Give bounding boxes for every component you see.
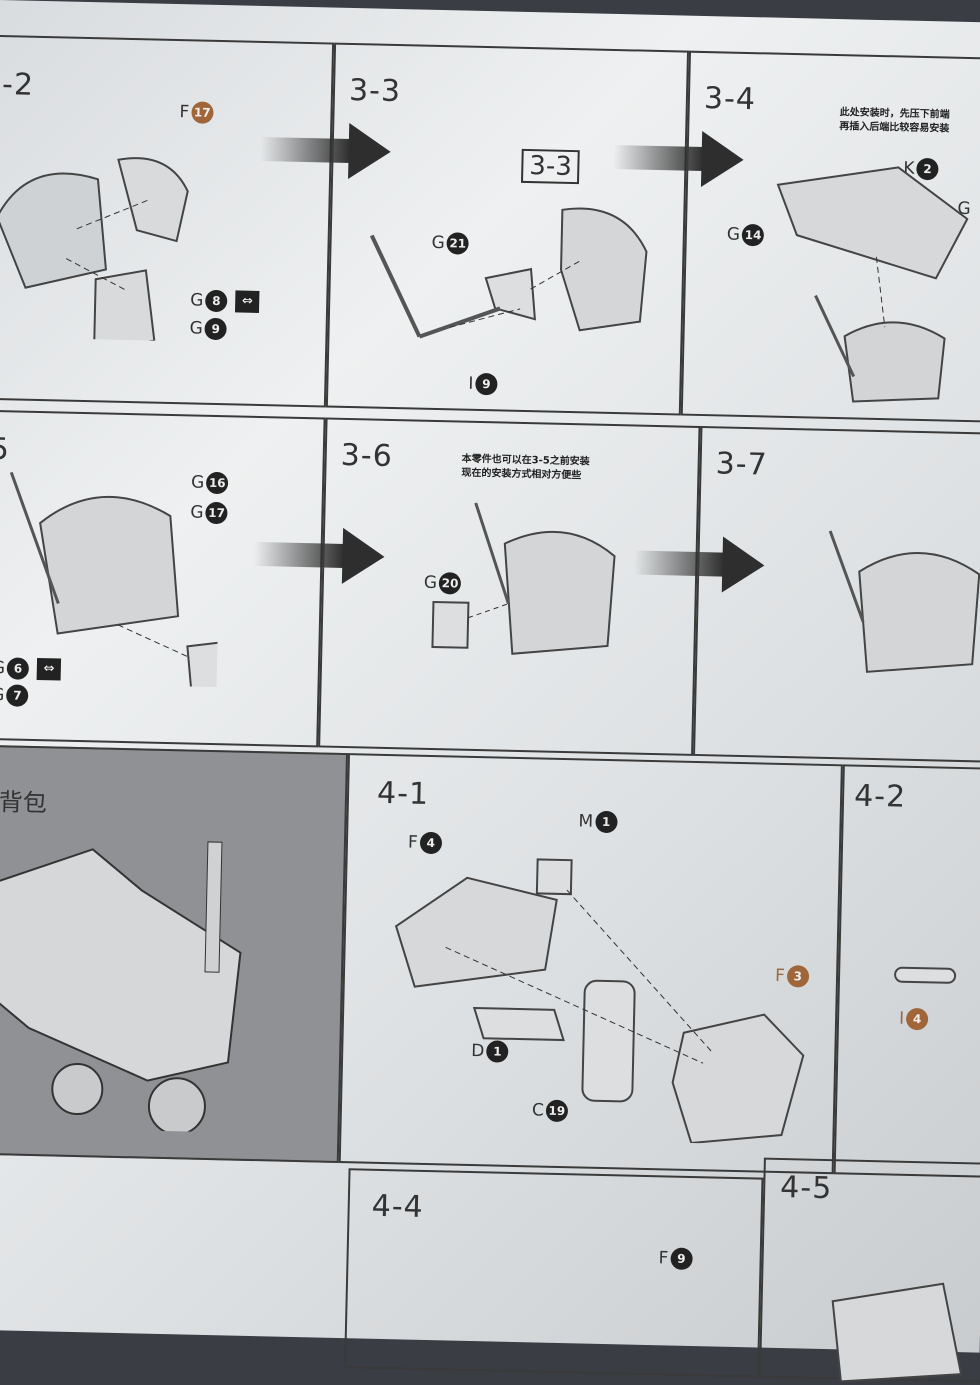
panel-backpack: 背包 [0, 744, 349, 1163]
step-label: 4-1 [376, 775, 430, 812]
step-label: 3-3 [348, 72, 402, 110]
helmet-sketch [431, 502, 616, 655]
reference-step-box: 3-3 [520, 148, 581, 185]
swap-arrows-icon: ⇔ [235, 290, 260, 313]
step-label: 4-5 [779, 1170, 833, 1207]
part-sketch [894, 966, 957, 984]
section-title: 背包 [0, 788, 48, 818]
panel-4-5: 4-5 [758, 1157, 980, 1383]
step-label: 3-4 [703, 81, 757, 118]
helmet-sketch [9, 471, 222, 688]
helmet-sketch [0, 157, 189, 342]
part-sketch [394, 858, 805, 1145]
step-label: 4-4 [371, 1188, 425, 1225]
helmet-sketch [828, 530, 980, 673]
step-label: -2 [1, 67, 35, 103]
assembly-note: 本零件也可以在3-5之前安装现在的安装方式相对方便些 [461, 453, 590, 482]
step-label: 3-6 [340, 437, 394, 475]
part-sketch [831, 1282, 963, 1383]
panel-3-7: 3-7 [693, 426, 980, 763]
step-label: 3-7 [715, 446, 769, 483]
helmet-sketch [369, 207, 648, 339]
helmet-sketch [776, 166, 969, 403]
step-label: 4-2 [853, 778, 907, 815]
backpack-sketch [0, 841, 242, 1134]
assembly-note: 此处安装时，先压下前端再插入后端比较容易安装 [839, 107, 950, 135]
